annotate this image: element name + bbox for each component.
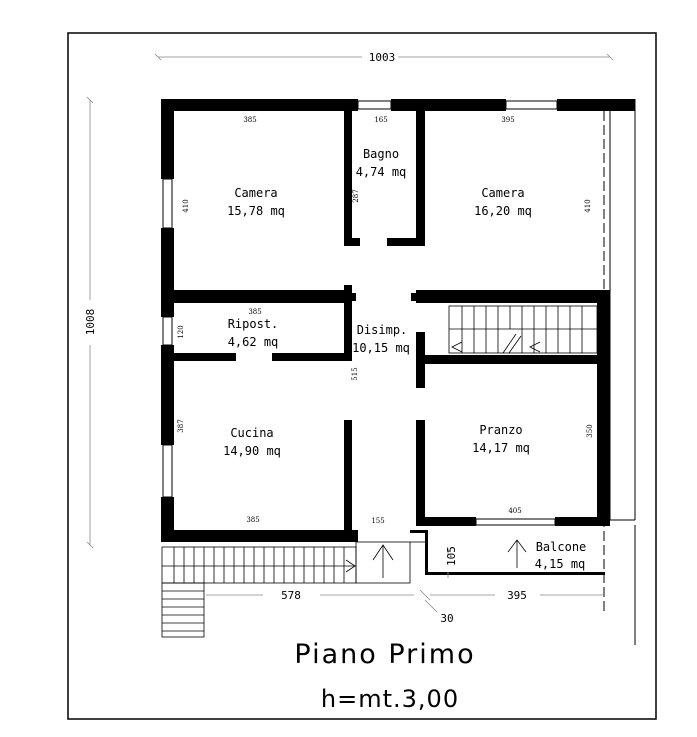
room-dim-side: 120	[177, 325, 185, 338]
bottom-dimension-line	[206, 548, 604, 613]
room-camera-right: Camera 16,20 mq 395 410	[474, 116, 592, 218]
bottom-dim-gap: 30	[440, 612, 453, 625]
room-ripost: Ripost. 4,62 mq 385 120	[177, 308, 278, 349]
internal-stair	[448, 305, 598, 354]
room-area: 4,74 mq	[356, 165, 407, 179]
room-bagno: Bagno 4,74 mq 165 287	[352, 116, 406, 203]
room-area: 15,78 mq	[227, 204, 285, 218]
room-dim-side: 410	[584, 199, 592, 212]
room-area: 4,15 mq	[535, 557, 586, 571]
room-dim-side: 410	[182, 199, 190, 212]
drawing-frame	[67, 32, 657, 720]
room-name: Bagno	[363, 147, 399, 161]
room-dim-side: 287	[352, 189, 360, 202]
balcone-arrow	[507, 539, 527, 568]
windows	[162, 100, 558, 526]
room-name: Camera	[234, 186, 277, 200]
entrance-landing	[355, 541, 425, 584]
room-dim-side: 515	[351, 367, 359, 380]
room-disimp: Disimp. 10,15 mq 515	[351, 323, 410, 381]
room-camera-left: Camera 15,78 mq 385 410	[182, 116, 285, 218]
room-name: Balcone	[536, 540, 587, 554]
exterior-edge	[603, 99, 636, 645]
landing-dim: 155	[371, 517, 384, 525]
exterior-stair	[161, 546, 357, 638]
bottom-dim-left: 578	[281, 589, 301, 602]
overall-depth-label: 1008	[84, 309, 97, 336]
room-dim-bottom: 405	[508, 507, 521, 515]
plan-height-note: h=mt.3,00	[321, 685, 459, 713]
room-area: 10,15 mq	[352, 341, 410, 355]
plan-title: Piano Primo	[294, 639, 475, 670]
room-landing: 155	[371, 517, 384, 525]
room-dim-top: 385	[243, 116, 256, 124]
room-area: 16,20 mq	[474, 204, 532, 218]
room-dim-top: 395	[501, 116, 514, 124]
overall-width-label: 1003	[369, 51, 396, 64]
room-area: 14,17 mq	[472, 441, 530, 455]
room-area: 14,90 mq	[223, 444, 281, 458]
room-cucina: Cucina 14,90 mq 387 385	[177, 419, 281, 524]
room-dim-side: 105	[445, 546, 458, 566]
room-name: Cucina	[230, 426, 273, 440]
room-name: Ripost.	[228, 317, 279, 331]
room-name: Pranzo	[479, 423, 522, 437]
room-name: Camera	[481, 186, 524, 200]
room-balcone: Balcone 4,15 mq 105	[445, 540, 586, 571]
room-dim-side: 387	[177, 419, 185, 432]
room-pranzo: Pranzo 14,17 mq 350 405	[472, 423, 594, 515]
room-name: Disimp.	[357, 323, 408, 337]
room-dim-top: 165	[374, 116, 387, 124]
overall-depth-dimension	[86, 96, 94, 549]
bottom-dim-right: 395	[507, 589, 527, 602]
room-dim-side: 350	[586, 424, 594, 437]
room-dim-top: 385	[248, 308, 261, 316]
room-area: 4,62 mq	[228, 335, 279, 349]
overall-width-dimension	[154, 53, 614, 61]
room-dim-bottom: 385	[246, 516, 259, 524]
